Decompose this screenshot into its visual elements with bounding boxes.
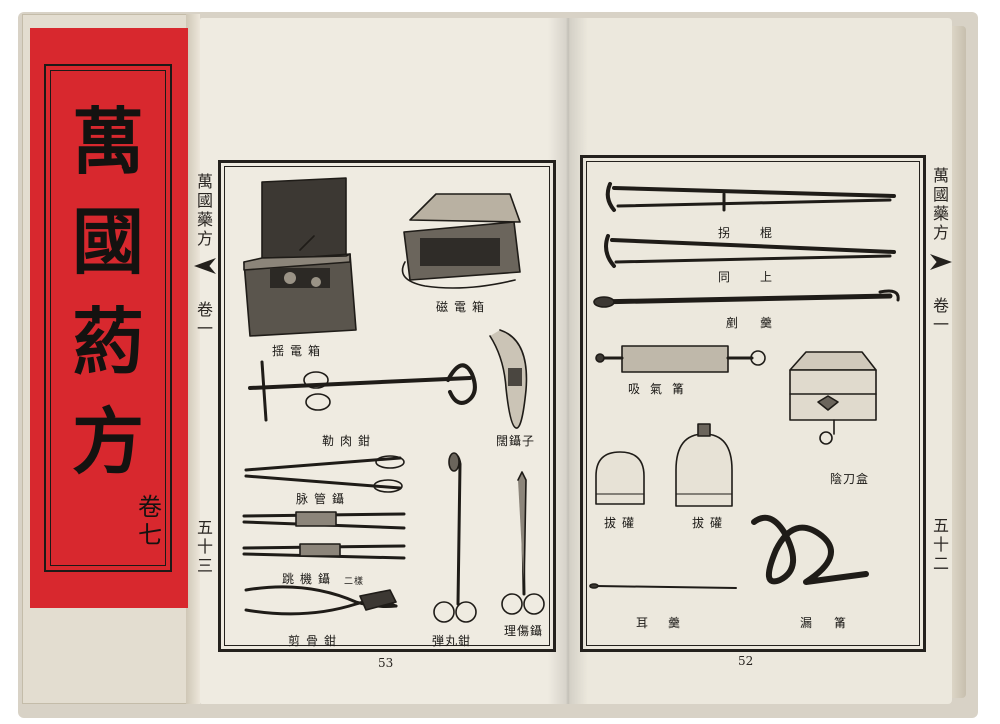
- left-margin-volume: 卷 一: [196, 300, 213, 338]
- cover-volume-char: 卷: [138, 493, 162, 521]
- caption-bone-forceps: 剪骨鉗: [288, 634, 343, 648]
- crutch-same-illustration: [604, 234, 896, 268]
- caption-bullet-forceps: 弾丸鉗: [432, 634, 472, 648]
- cup-small-illustration: [595, 451, 645, 505]
- right-margin-folio: 五 十 二: [932, 516, 949, 573]
- cover-volume-char: 七: [138, 521, 162, 549]
- caption-flesh-forceps: 勒肉鉗: [322, 434, 377, 448]
- left-margin-title: 萬 國 藥 方: [196, 172, 213, 248]
- caption-funnel: 漏筩: [800, 616, 869, 630]
- knife-box-illustration: [789, 351, 877, 445]
- caption-suction-syringe: 吸氣筩: [628, 382, 695, 396]
- flesh-forceps-illustration: [248, 360, 477, 422]
- bullet-forceps-illustration: [433, 452, 477, 623]
- scraper-illustration: [593, 289, 900, 308]
- funnel-tube-illustration: [751, 514, 869, 585]
- opening-forceps-illustration: [489, 329, 528, 429]
- right-illustration-frame: [580, 155, 926, 652]
- spring-forceps-illustration: [242, 511, 406, 560]
- caption-cup-small: 拔礶: [604, 516, 641, 530]
- ear-spoon-illustration: [589, 583, 737, 589]
- caption-spring-forceps: 跳機鑷: [282, 572, 337, 586]
- page-edge: [952, 26, 966, 698]
- caption-scraper: 剷羹: [726, 316, 795, 330]
- caption-opening-forceps: 闊鑷子: [496, 434, 536, 448]
- cover-label-frame: 萬 國 葯 方 卷 七: [44, 64, 172, 572]
- left-illustration-frame: [218, 160, 556, 652]
- cover-title-char: 國: [71, 199, 144, 284]
- cover-title-char: 葯: [71, 299, 144, 384]
- caption-crutch: 拐棍: [718, 226, 803, 240]
- vessel-forceps-illustration: [244, 455, 405, 493]
- right-margin-volume: 卷 一: [932, 296, 949, 334]
- caption-wound-scissors: 理傷鑷: [504, 624, 544, 638]
- wound-scissors-illustration: [501, 471, 545, 615]
- cup-large-illustration: [675, 423, 733, 507]
- crutch-illustration: [605, 182, 896, 212]
- right-margin-title: 萬 國 藥 方: [932, 166, 949, 242]
- magnetic-box-illustration: [401, 193, 521, 289]
- electric-box-illustration: [243, 177, 357, 337]
- cover-title-char: 方: [71, 399, 144, 484]
- caption-vessel-forceps: 脉管鑷: [296, 492, 351, 506]
- right-page-number: 52: [738, 654, 754, 668]
- caption-spring-forceps-note: 二樣: [344, 577, 365, 587]
- caption-ear-spoon: 耳羹: [636, 616, 701, 630]
- caption-electric-box: 揺電箱: [272, 344, 327, 358]
- bone-forceps-illustration: [244, 585, 398, 616]
- cover-fold: [186, 14, 200, 704]
- left-page-number: 53: [378, 656, 394, 670]
- caption-crutch-same: 同上: [718, 270, 803, 284]
- left-margin-folio: 五 十 三: [196, 518, 213, 575]
- cover-title-char: 萬: [71, 99, 144, 184]
- caption-cup-large: 拔礶: [692, 516, 729, 530]
- suction-syringe-illustration: [595, 345, 766, 373]
- caption-magnetic-box: 磁電箱: [436, 300, 491, 314]
- cover-title-label: 萬 國 葯 方 卷 七: [30, 28, 188, 608]
- caption-knife-box: 陰刀盒: [830, 472, 870, 486]
